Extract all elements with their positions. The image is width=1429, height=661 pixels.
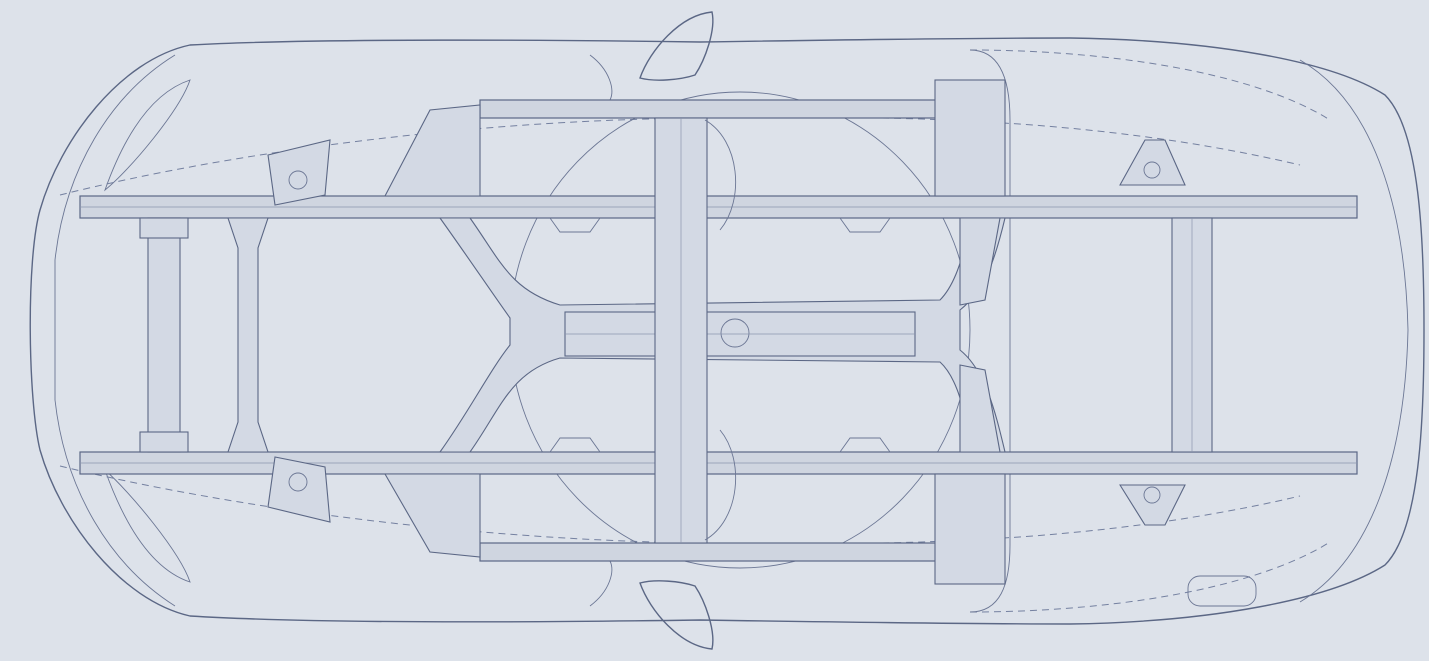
side-mirrors — [639, 11, 714, 650]
front-crossmembers — [139, 217, 269, 453]
rear-bulkhead — [934, 79, 1006, 585]
rear-crossmember — [1119, 139, 1257, 607]
rail-details — [549, 217, 891, 453]
center-crossmember — [654, 117, 737, 544]
car-body-outline — [29, 37, 1425, 625]
front-suspension-mounts — [267, 139, 331, 523]
frame-rails — [79, 195, 1358, 475]
